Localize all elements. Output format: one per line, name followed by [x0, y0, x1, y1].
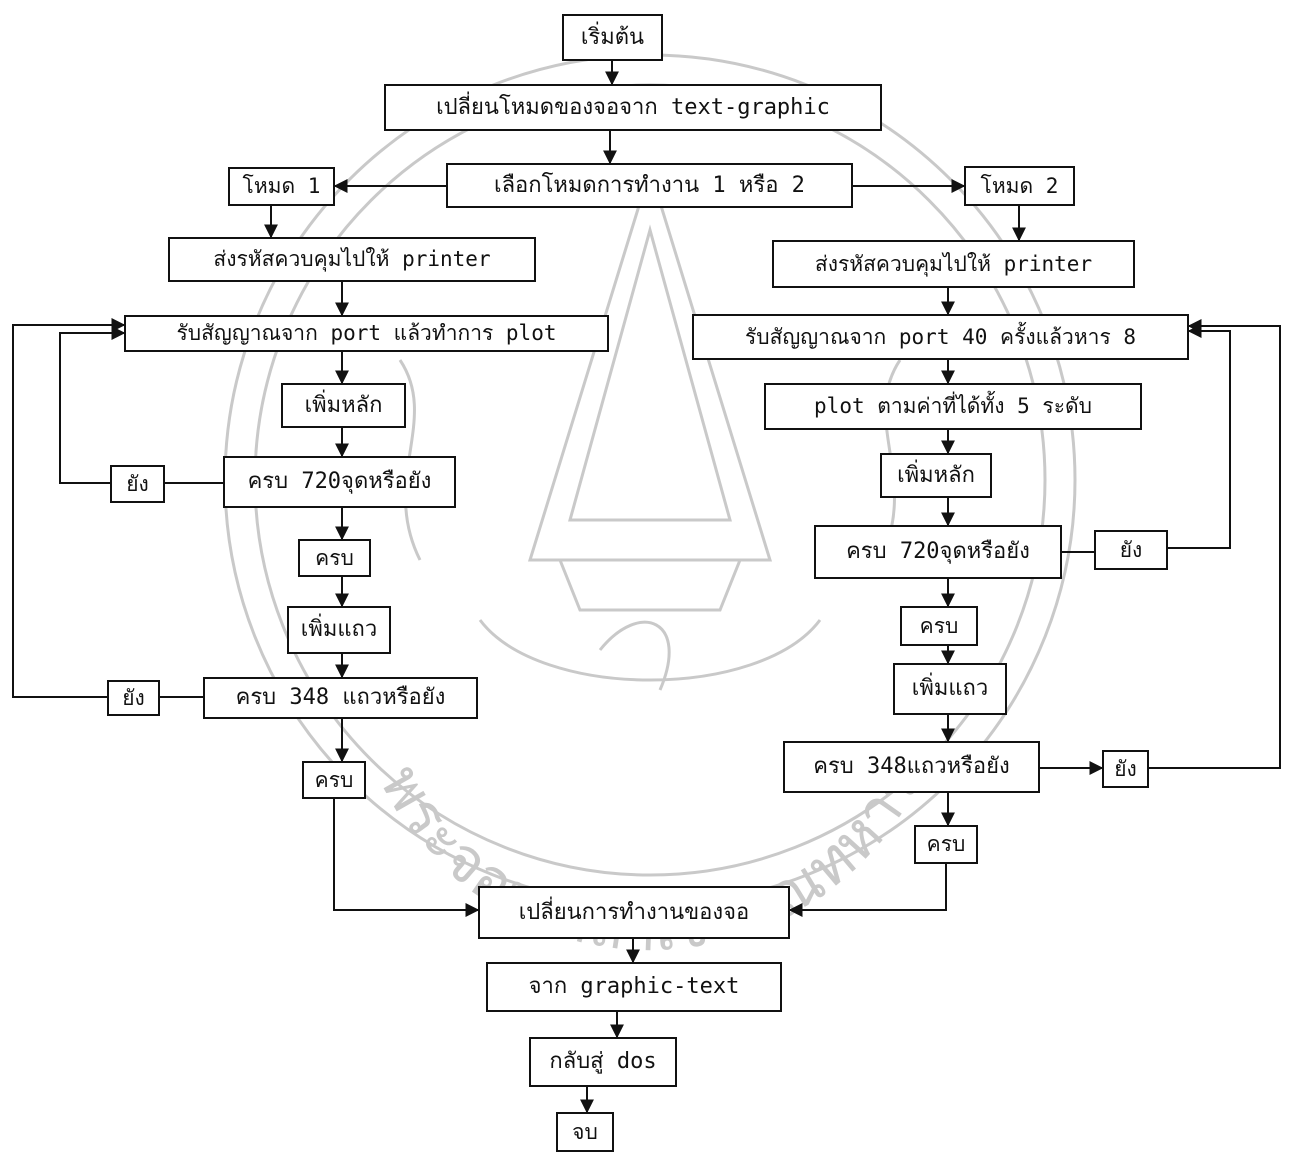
mode2-check-348-label: ครบ 348แถวหรือยัง — [813, 754, 1010, 779]
mode1-send-code-node: ส่งรหัสควบคุมไปให้ printer — [168, 237, 536, 282]
mode1-check-348-label: ครบ 348 แถวหรือยัง — [235, 685, 446, 710]
end-node: จบ — [556, 1112, 614, 1152]
mode2-done-348-label: ครบ — [926, 832, 966, 856]
switch-to-graphic-node: เปลี่ยนโหมดของจอจาก text-graphic — [384, 84, 882, 131]
mode2-done-720-node: ครบ — [900, 606, 978, 646]
switch-to-graphic-label: เปลี่ยนโหมดของจอจาก text-graphic — [436, 94, 830, 120]
end-label: จบ — [572, 1119, 598, 1144]
mode1-not-yet-348-label: ยัง — [122, 685, 145, 710]
mode1-not-yet-720-node: ยัง — [110, 465, 165, 503]
mode1-node: โหมด 1 — [228, 167, 335, 206]
mode2-check-720-label: ครบ 720จุดหรือยัง — [846, 539, 1030, 564]
mode1-add-row-label: เพิ่มแถว — [300, 617, 378, 642]
mode2-plot-levels-node: plot ตามค่าที่ได้ทั้ง 5 ระดับ — [764, 383, 1142, 430]
mode2-receive-divide-node: รับสัญญาณจาก port 40 ครั้งแล้วหาร 8 — [692, 314, 1189, 360]
mode1-not-yet-348-node: ยัง — [107, 680, 160, 716]
mode2-node: โหมด 2 — [964, 166, 1075, 206]
mode2-done-348-node: ครบ — [914, 825, 978, 864]
mode1-not-yet-720-label: ยัง — [126, 471, 149, 496]
mode1-add-row-node: เพิ่มแถว — [287, 606, 391, 654]
return-to-dos-node: กลับสู่ dos — [529, 1037, 677, 1087]
return-to-dos-label: กลับสู่ dos — [549, 1049, 657, 1074]
mode2-not-yet-720-label: ยัง — [1119, 537, 1143, 562]
mode2-send-code-node: ส่งรหัสควบคุมไปให้ printer — [772, 240, 1135, 288]
mode2-not-yet-348-node: ยัง — [1102, 750, 1149, 788]
mode1-label: โหมด 1 — [242, 174, 321, 198]
mode2-add-row-label: เพิ่มแถว — [911, 676, 989, 701]
mode2-plot-levels-label: plot ตามค่าที่ได้ทั้ง 5 ระดับ — [814, 394, 1092, 418]
mode1-done-720-label: ครบ — [315, 545, 354, 570]
mode2-not-yet-720-node: ยัง — [1094, 530, 1168, 570]
mode2-done-720-label: ครบ — [919, 613, 959, 638]
mode1-receive-plot-node: รับสัญญาณจาก port แล้วทำการ plot — [124, 315, 609, 352]
choose-mode-node: เลือกโหมดการทำงาน 1 หรือ 2 — [446, 163, 853, 208]
mode1-send-code-label: ส่งรหัสควบคุมไปให้ printer — [213, 247, 491, 271]
mode1-add-column-node: เพิ่มหลัก — [281, 383, 406, 428]
switch-screen-label: เปลี่ยนการทำงานของจอ — [518, 899, 750, 925]
mode1-done-348-label: ครบ — [314, 767, 354, 792]
start-label: เริ่มต้น — [580, 24, 645, 50]
graphic-to-text-node: จาก graphic-text — [486, 962, 782, 1012]
mode1-done-348-node: ครบ — [302, 761, 366, 799]
choose-mode-label: เลือกโหมดการทำงาน 1 หรือ 2 — [494, 172, 805, 198]
start-node: เริ่มต้น — [562, 14, 663, 61]
mode2-not-yet-348-label: ยัง — [1114, 756, 1137, 781]
mode1-add-column-label: เพิ่มหลัก — [304, 392, 383, 418]
mode1-receive-plot-label: รับสัญญาณจาก port แล้วทำการ plot — [176, 321, 557, 345]
mode2-add-column-label: เพิ่มหลัก — [897, 462, 975, 488]
switch-screen-node: เปลี่ยนการทำงานของจอ — [478, 886, 790, 939]
mode2-check-720-node: ครบ 720จุดหรือยัง — [814, 525, 1062, 579]
mode2-send-code-label: ส่งรหัสควบคุมไปให้ printer — [814, 251, 1093, 276]
mode2-add-row-node: เพิ่มแถว — [893, 663, 1007, 715]
mode1-check-720-label: ครบ 720จุดหรือยัง — [247, 469, 432, 494]
mode2-check-348-node: ครบ 348แถวหรือยัง — [783, 741, 1040, 793]
mode2-label: โหมด 2 — [980, 173, 1059, 198]
graphic-to-text-label: จาก graphic-text — [528, 974, 740, 999]
mode1-check-720-node: ครบ 720จุดหรือยัง — [223, 456, 456, 508]
mode1-check-348-node: ครบ 348 แถวหรือยัง — [203, 677, 478, 719]
mode2-add-column-node: เพิ่มหลัก — [880, 453, 992, 498]
mode2-receive-divide-label: รับสัญญาณจาก port 40 ครั้งแล้วหาร 8 — [744, 324, 1137, 349]
mode1-done-720-node: ครบ — [298, 539, 371, 577]
